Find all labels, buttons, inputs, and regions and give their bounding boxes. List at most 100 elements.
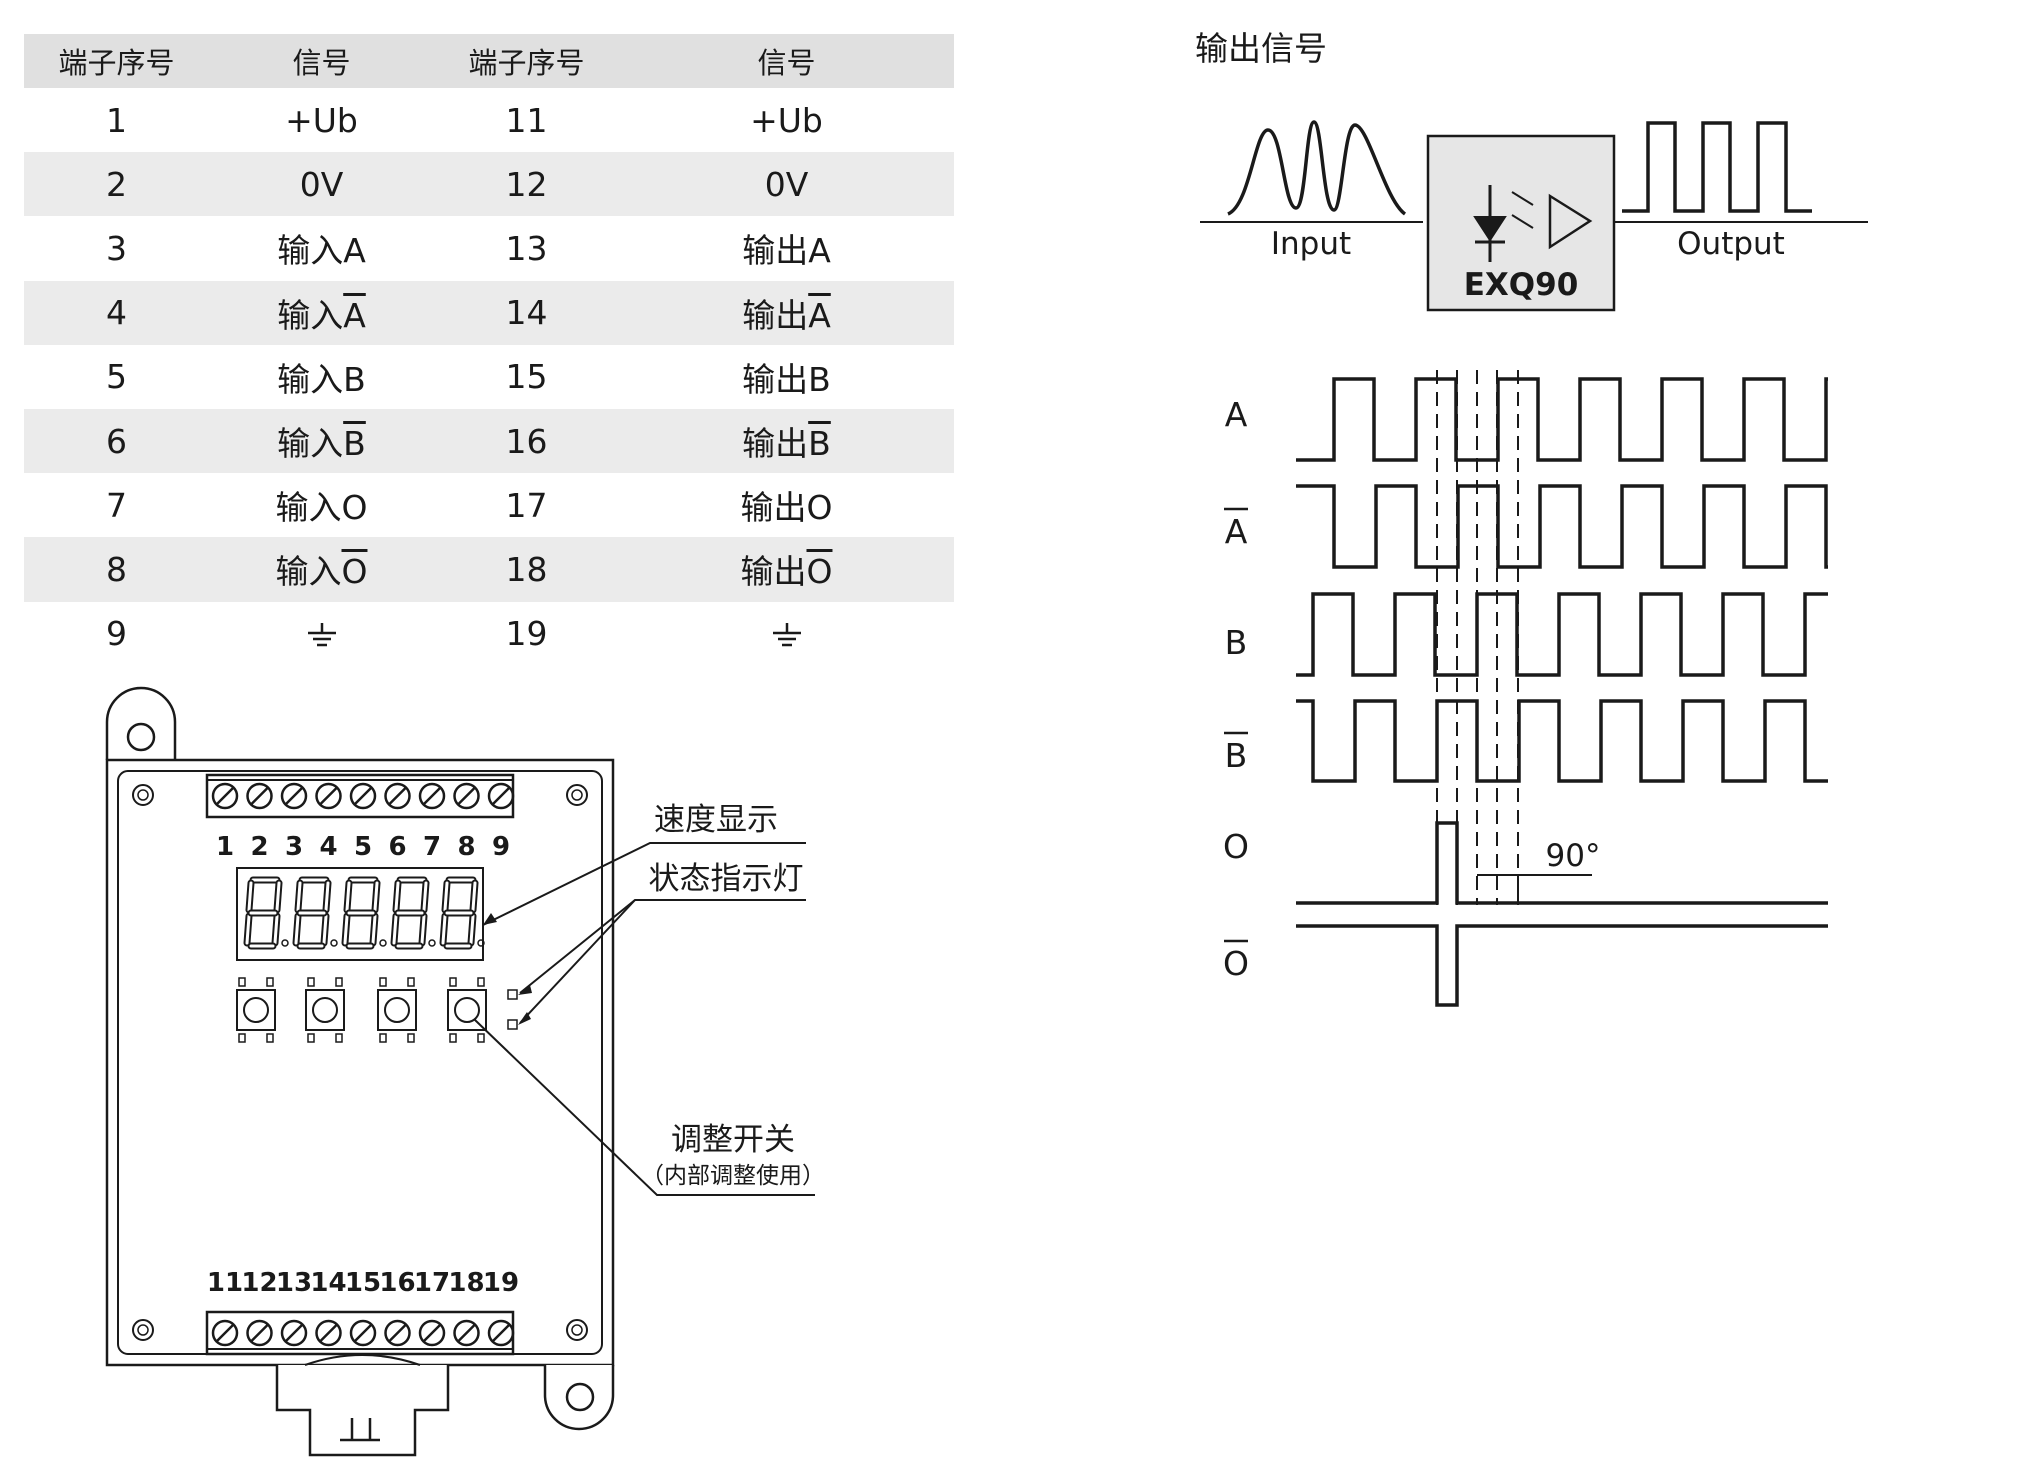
pin-number-cell: 7 bbox=[106, 485, 127, 525]
terminal-number-label: 19 bbox=[483, 1268, 519, 1298]
decimal-point bbox=[428, 939, 436, 947]
pin-number-cell: 6 bbox=[24, 408, 209, 474]
pin-number-cell: 3 bbox=[106, 228, 127, 268]
digit-segment-inner bbox=[469, 914, 475, 945]
terminal-number-label: 14 bbox=[310, 1268, 346, 1298]
terminal-screw-slot bbox=[354, 787, 372, 805]
digit-segment-inner bbox=[275, 881, 281, 912]
button-pin bbox=[379, 1033, 387, 1043]
display-frame bbox=[236, 867, 484, 961]
display-digit bbox=[243, 876, 289, 950]
terminal-screw-icon bbox=[418, 782, 446, 810]
table-header-cell: 信号 bbox=[209, 34, 434, 88]
terminal-screw-slot bbox=[319, 1324, 338, 1342]
terminal-screw-slot bbox=[457, 1324, 476, 1342]
terminal-number-label: 13 bbox=[276, 1268, 312, 1298]
terminal-screw-slot bbox=[216, 1324, 234, 1342]
signal-inverted-channel: B bbox=[808, 424, 831, 464]
signal-inverted-channel: A bbox=[343, 295, 366, 335]
terminal-number-label: 8 bbox=[457, 832, 475, 862]
signal-cell: 输入A bbox=[209, 280, 434, 345]
digit-segment-inner bbox=[392, 914, 398, 945]
signal-cell: +Ub bbox=[750, 100, 823, 140]
amplifier-icon bbox=[1548, 193, 1593, 250]
signal-inverted-channel: O bbox=[341, 552, 368, 592]
mounting-hole bbox=[565, 1382, 595, 1412]
channel-waveform bbox=[1296, 924, 1828, 1007]
display-digit bbox=[341, 876, 387, 950]
terminal-screw-slot bbox=[423, 787, 441, 805]
corner-screw-icon bbox=[571, 789, 583, 801]
light-ray-icon bbox=[1511, 214, 1534, 229]
channel-waveform bbox=[1296, 377, 1828, 462]
signal-cell: 输入O bbox=[209, 537, 434, 602]
terminal-number-label: 3 bbox=[285, 832, 303, 862]
terminal-screw-icon bbox=[349, 1319, 377, 1347]
pin-number-cell: 12 bbox=[434, 152, 619, 217]
exq90-module-box bbox=[1426, 134, 1616, 312]
digit-segment-inner bbox=[273, 914, 279, 945]
button-cap-icon bbox=[454, 997, 480, 1023]
terminal-number-label: 4 bbox=[319, 832, 337, 862]
pin-number-cell: 11 bbox=[505, 100, 548, 140]
terminal-screw-icon bbox=[453, 782, 480, 810]
digit-segment-inner bbox=[345, 881, 351, 912]
channel-waveform bbox=[1296, 699, 1828, 783]
din-clip-edge bbox=[304, 1354, 421, 1366]
pin-number-cell: 5 bbox=[106, 357, 127, 397]
digit-segment-inner bbox=[373, 881, 379, 912]
button-pin bbox=[266, 977, 274, 987]
channel-label: B bbox=[1225, 623, 1248, 662]
signal-inverted-channel: B bbox=[343, 424, 366, 464]
channel-label: O bbox=[1223, 944, 1249, 983]
button-cap-icon bbox=[312, 997, 338, 1023]
signal-prefix: 输出 bbox=[740, 552, 807, 592]
display-digit bbox=[439, 876, 485, 950]
pin-number-cell: 17 bbox=[505, 485, 548, 525]
terminal-screw-icon bbox=[315, 782, 342, 810]
terminal-screw-slot bbox=[492, 787, 510, 805]
pin-number-cell: 15 bbox=[505, 357, 548, 397]
output-signal-title: 输出信号 bbox=[1195, 29, 1327, 68]
terminal-number-label: 7 bbox=[423, 832, 441, 862]
button-body bbox=[447, 989, 487, 1031]
terminal-screw-icon bbox=[487, 782, 515, 810]
button-pin bbox=[407, 977, 415, 987]
corner-screw-icon bbox=[566, 784, 588, 806]
module-name: EXQ90 bbox=[1464, 267, 1579, 303]
display-digit bbox=[292, 876, 338, 950]
light-ray-icon bbox=[1511, 191, 1534, 206]
table-header-cell: 端子序号 bbox=[434, 34, 619, 88]
terminal-screw-icon bbox=[246, 1319, 273, 1347]
status-led-icon bbox=[507, 1019, 518, 1030]
button-pin bbox=[449, 1033, 457, 1043]
channel-waveform bbox=[1296, 592, 1828, 677]
channel-label: A bbox=[1225, 395, 1248, 434]
signal-cell: 输入B bbox=[277, 359, 366, 399]
terminal-number-label: 17 bbox=[414, 1268, 450, 1298]
terminal-number-label: 18 bbox=[448, 1268, 484, 1298]
button-pin bbox=[335, 1033, 343, 1043]
digit-segment-inner bbox=[420, 914, 426, 945]
digit-segment-inner bbox=[324, 881, 330, 912]
terminal-screw-slot bbox=[354, 1324, 372, 1342]
terminal-number-label: 16 bbox=[379, 1268, 415, 1298]
mounting-ear-top bbox=[105, 686, 177, 760]
callout-status-led: 状态指示灯 bbox=[649, 861, 804, 897]
digit-segment-inner bbox=[371, 914, 377, 945]
input-waveform bbox=[1227, 120, 1407, 216]
terminal-number-label: 2 bbox=[250, 832, 268, 862]
decimal-point bbox=[281, 939, 289, 947]
terminal-screw-icon bbox=[453, 1319, 480, 1347]
leader-line bbox=[474, 1019, 815, 1196]
button-pin bbox=[335, 977, 343, 987]
button-cap-icon bbox=[384, 997, 410, 1023]
leader-line bbox=[482, 842, 806, 926]
push-button bbox=[236, 977, 276, 1043]
